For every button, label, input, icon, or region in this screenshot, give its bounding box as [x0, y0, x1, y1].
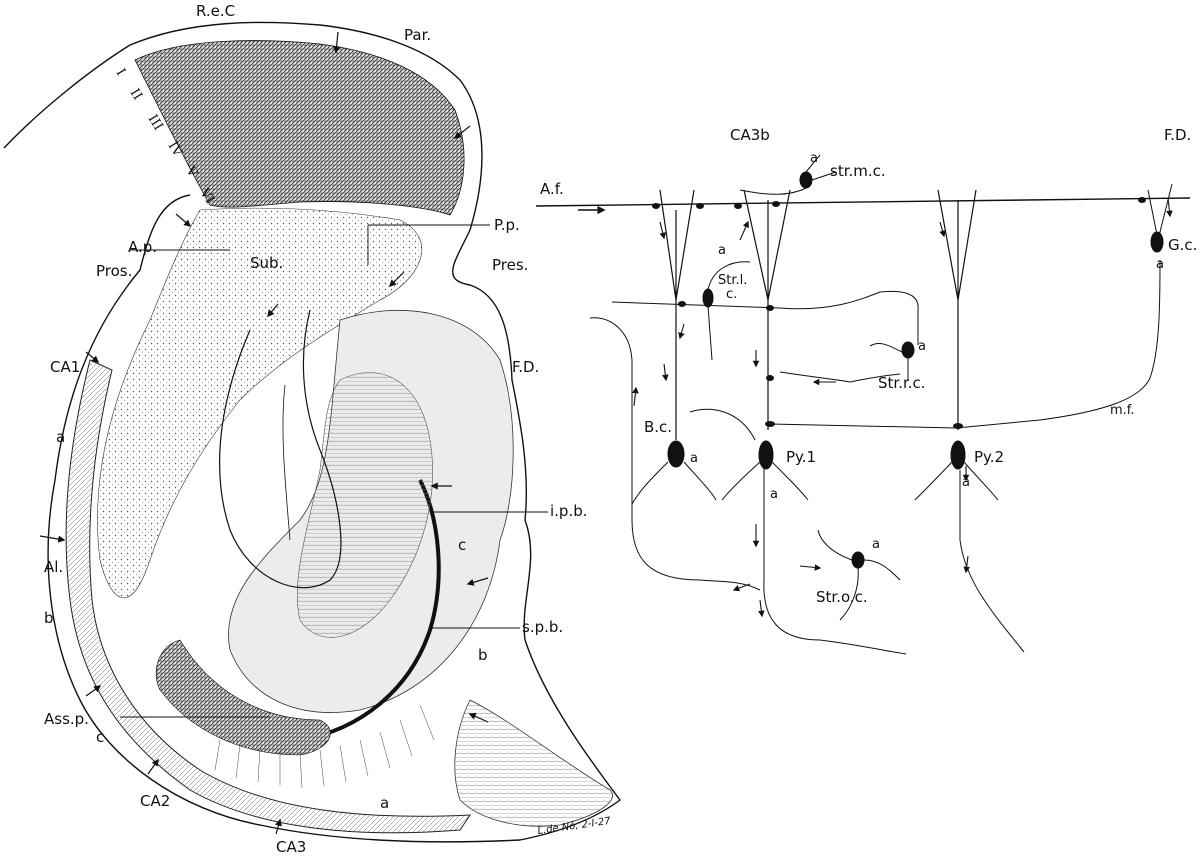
label-a-strl: a [718, 243, 726, 258]
label-a-gc: a [1156, 257, 1164, 272]
label-par: Par. [404, 26, 431, 44]
label-pros: Pros. [96, 262, 132, 280]
label-mf: m.f. [1110, 403, 1135, 418]
hippocampal-fissure [219, 309, 342, 589]
label-py2: Py.2 [974, 448, 1004, 466]
label-str-m-c: str.m.c. [830, 162, 886, 180]
label-b-right: b [478, 646, 488, 664]
cortex-block [134, 40, 465, 216]
label-str-o-c: Str.o.c. [816, 588, 868, 606]
left-histology-panel: I II III IV V VI [3, 2, 621, 856]
label-b-left: b [44, 609, 54, 627]
fimbria [454, 699, 613, 827]
label-a-py2: a [962, 475, 970, 490]
str-r-c-cell [869, 341, 915, 380]
str-m-c-cell [739, 154, 837, 195]
py1-cell [721, 189, 907, 655]
left-arrows [39, 31, 489, 835]
label-sub: Sub. [250, 254, 283, 272]
afferent-fibre-line [535, 197, 1191, 207]
label-rec: R.e.C [196, 2, 235, 20]
circuit-arrows [632, 197, 1173, 618]
label-a-upper: a [56, 428, 65, 446]
label-str-l: Str.l. [718, 273, 747, 288]
collateral-fibres [589, 259, 1161, 591]
label-py1: Py.1 [786, 448, 816, 466]
label-ipb: i.p.b. [550, 502, 588, 520]
str-l-cell [702, 261, 751, 361]
label-a-rc: a [918, 339, 926, 354]
label-a-py1: a [770, 487, 778, 502]
leader-lines [120, 224, 548, 718]
label-fd-left: F.D. [512, 358, 539, 376]
label-pp: P.p. [494, 216, 520, 234]
layer-1: I [113, 66, 128, 78]
alveus-band [65, 359, 471, 834]
label-fd-right: F.D. [1164, 126, 1191, 144]
label-str-r-c: Str.r.c. [878, 374, 926, 392]
basket-cell [631, 189, 756, 505]
layer-2: II [127, 86, 145, 103]
label-str-l-c: c. [726, 287, 737, 302]
radial-fibres [214, 704, 435, 789]
str-o-c-cell [817, 529, 901, 621]
label-bc: B.c. [644, 418, 672, 436]
label-a-oc: a [872, 537, 880, 552]
label-assp: Ass.p. [44, 710, 89, 728]
label-af: A.f. [540, 180, 564, 198]
right-circuit-panel: CA3b F.D. A.f. str.m.c. a G.c. a Str.l. … [535, 126, 1197, 655]
label-ap: A.p. [128, 238, 157, 256]
subiculum-region [97, 207, 422, 598]
layer-6: VI [196, 185, 217, 206]
synaptic-boutons [652, 197, 1146, 429]
py2-cell [914, 189, 1025, 653]
label-pres: Pres. [492, 256, 528, 274]
fissure-inner [282, 384, 291, 541]
label-spb: s.p.b. [522, 618, 563, 636]
label-al: Al. [44, 558, 63, 576]
pial-outline [3, 21, 621, 843]
label-a-bottom: a [380, 794, 389, 812]
granule-cell [1147, 183, 1173, 253]
label-c-right: c [458, 536, 466, 554]
label-a-bc: a [690, 451, 698, 466]
label-ca3b: CA3b [730, 126, 770, 144]
label-ca1: CA1 [50, 358, 80, 376]
label-a-mc: a [810, 151, 818, 166]
label-ca2: CA2 [140, 792, 170, 810]
label-c-left: c [96, 728, 104, 746]
label-ca3: CA3 [276, 838, 306, 856]
label-gc: G.c. [1168, 236, 1197, 254]
layer-3: III [145, 112, 166, 133]
hilus-fibres [297, 372, 433, 638]
